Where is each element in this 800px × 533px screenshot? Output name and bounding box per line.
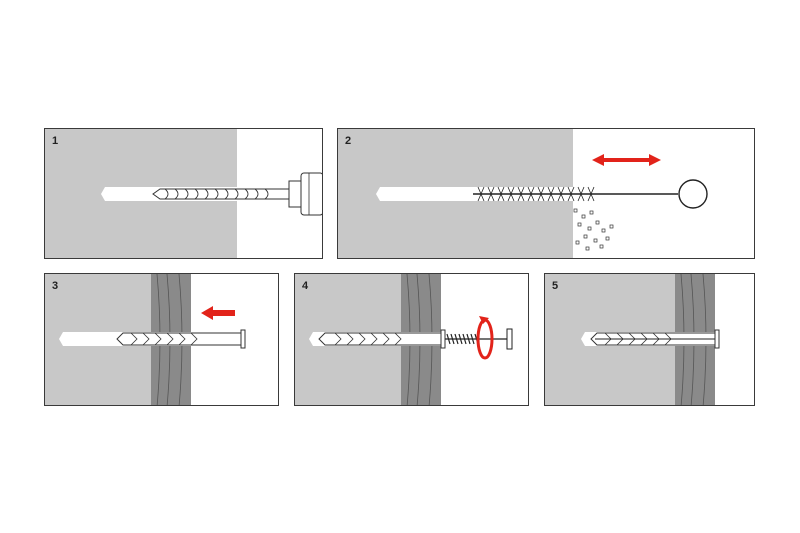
brush-bristles	[477, 186, 595, 202]
screw-head	[506, 328, 513, 350]
double-arrow-horizontal-icon	[592, 154, 661, 166]
anchor-collar	[440, 329, 446, 349]
screw-thread	[445, 333, 507, 345]
arrow-left-icon	[201, 306, 235, 320]
step-1-panel: 1	[44, 128, 323, 259]
anchor-collar	[714, 329, 720, 349]
step-5-panel: 5	[544, 273, 755, 406]
drill-bit	[152, 188, 290, 200]
drill-illustration	[45, 129, 322, 258]
insert-illustration	[45, 274, 246, 405]
brush-handle	[678, 179, 708, 209]
step-number: 3	[52, 280, 59, 292]
step-3-panel: 3	[44, 273, 279, 406]
step-number: 5	[552, 280, 559, 292]
anchor-collar	[240, 329, 246, 349]
step-2-panel: 2	[337, 128, 755, 259]
step-number: 2	[345, 135, 352, 147]
frame-anchor	[116, 332, 242, 346]
drill-bit-flutes	[164, 188, 269, 200]
drill-chuck	[288, 180, 302, 208]
installed-illustration	[545, 274, 720, 405]
drill-body	[300, 172, 322, 216]
step-4-panel: 4	[294, 273, 529, 406]
drill-dust	[573, 208, 614, 251]
clean-illustration	[338, 129, 708, 258]
step-number: 4	[302, 280, 309, 292]
step-number: 1	[52, 135, 59, 147]
screw-illustration	[295, 274, 513, 405]
